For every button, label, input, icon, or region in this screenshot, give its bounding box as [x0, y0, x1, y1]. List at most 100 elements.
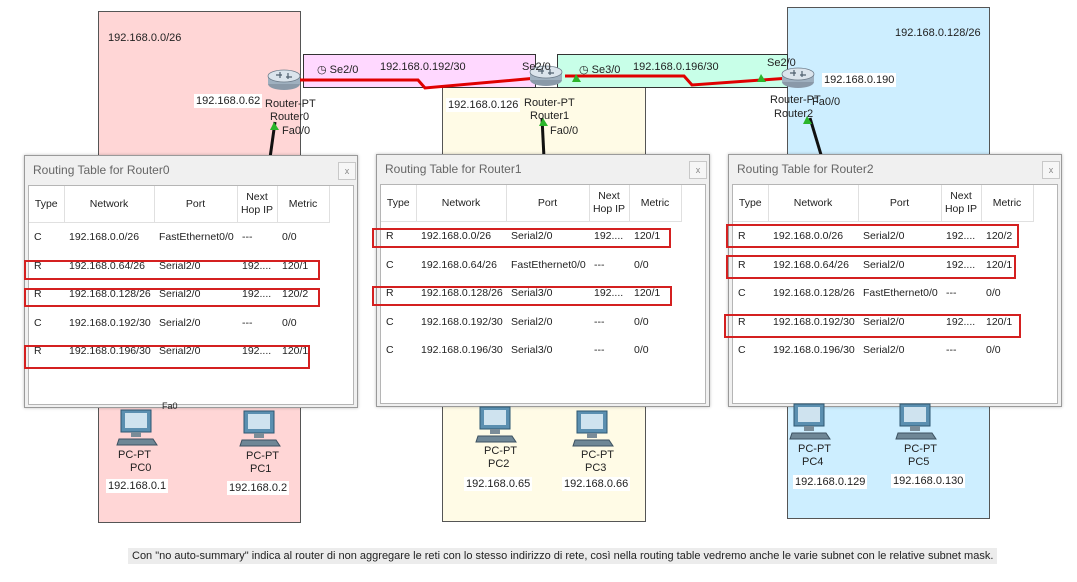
col-port[interactable]: Port	[858, 185, 942, 222]
port-marker	[572, 74, 581, 82]
router2-ip-label: 192.168.0.190	[822, 73, 897, 87]
highlight-box	[724, 314, 1021, 338]
close-icon[interactable]: x	[338, 162, 356, 180]
router2-type-label: Router-PT	[770, 94, 821, 106]
routing-table-window-router0[interactable]: Routing Table for Router0 x Type Network…	[24, 155, 358, 408]
router1-ip-label: 192.168.0.126	[446, 98, 521, 112]
pc-icon[interactable]	[572, 410, 614, 448]
col-type[interactable]: Type	[29, 186, 65, 223]
pc5-name-label: PC5	[908, 456, 930, 468]
router2-lan-port-label: Fa0/0	[812, 96, 841, 108]
port-marker	[270, 122, 279, 130]
router-icon[interactable]	[780, 66, 816, 90]
col-type[interactable]: Type	[381, 185, 417, 222]
pc1-type-label: PC-PT	[246, 450, 279, 462]
col-metric[interactable]: Metric	[981, 185, 1034, 222]
router-icon[interactable]	[266, 68, 302, 92]
serial-right-network-label: 192.168.0.196/30	[633, 61, 719, 73]
window-title: Routing Table for Router0	[33, 163, 170, 177]
col-network[interactable]: Network	[416, 185, 507, 222]
window-title: Routing Table for Router2	[737, 162, 874, 176]
pc-icon[interactable]	[116, 409, 158, 447]
router1-name-label: Router1	[530, 110, 570, 122]
router0-lan-port-label: Fa0/0	[282, 125, 311, 137]
pc0-ip-label: 192.168.0.1	[106, 479, 169, 493]
col-network[interactable]: Network	[64, 186, 155, 223]
highlight-box	[726, 224, 1019, 248]
lan2-cable	[808, 117, 824, 159]
pc-icon[interactable]	[895, 403, 937, 441]
pc-icon[interactable]	[475, 406, 517, 444]
pc2-ip-label: 192.168.0.65	[464, 477, 533, 491]
highlight-box	[24, 345, 310, 369]
pc1-ip-label: 192.168.0.2	[227, 481, 290, 495]
router-icon[interactable]	[528, 64, 564, 88]
lan0-network-label: 192.168.0.0/26	[108, 32, 182, 44]
router0-ip-label: 192.168.0.62	[194, 94, 263, 108]
col-metric[interactable]: Metric	[629, 185, 682, 222]
router0-name-label: Router0	[270, 111, 310, 123]
lan2-network-label: 192.168.0.128/26	[895, 27, 981, 39]
pc0-type-label: PC-PT	[118, 449, 151, 461]
pc5-ip-label: 192.168.0.130	[891, 474, 966, 488]
router1-serial-right-tag: ◷ Se3/0	[579, 64, 621, 76]
col-port[interactable]: Port	[506, 185, 590, 222]
router0-type-label: Router-PT	[265, 98, 316, 110]
serial-link-right	[565, 74, 791, 87]
pc3-name-label: PC3	[585, 462, 607, 474]
pc4-name-label: PC4	[802, 456, 824, 468]
router2-name-label: Router2	[774, 108, 814, 120]
pc-icon[interactable]	[239, 410, 281, 448]
pc1-name-label: PC1	[250, 463, 272, 475]
highlight-box	[372, 228, 671, 248]
port-marker	[539, 118, 548, 126]
pc3-ip-label: 192.168.0.66	[562, 477, 631, 491]
pc2-name-label: PC2	[488, 458, 510, 470]
router0-serial-port-tag: ◷ Se2/0	[317, 64, 359, 76]
window-title: Routing Table for Router1	[385, 162, 522, 176]
pc4-ip-label: 192.168.0.129	[793, 475, 868, 489]
highlight-box	[372, 286, 672, 306]
highlight-box	[24, 288, 320, 307]
pc-icon[interactable]	[789, 403, 831, 441]
close-icon[interactable]: x	[1042, 161, 1060, 179]
router1-lan-port-label: Fa0/0	[550, 125, 579, 137]
router1-serial-left-label: Se2/0	[522, 61, 551, 73]
col-port[interactable]: Port	[154, 186, 238, 223]
close-icon[interactable]: x	[689, 161, 707, 179]
serial-link-left	[290, 75, 549, 90]
router1-type-label: Router-PT	[524, 97, 575, 109]
col-metric[interactable]: Metric	[277, 186, 330, 223]
routing-table-window-router1[interactable]: Routing Table for Router1 x Type Network…	[376, 154, 710, 407]
col-type[interactable]: Type	[733, 185, 769, 222]
router2-serial-port-label: Se2/0	[767, 57, 796, 69]
routing-table-window-router2[interactable]: Routing Table for Router2 x Type Network…	[728, 154, 1062, 407]
serial-left-network-label: 192.168.0.192/30	[380, 61, 466, 73]
highlight-box	[726, 255, 1016, 279]
pc3-type-label: PC-PT	[581, 449, 614, 461]
col-network[interactable]: Network	[768, 185, 859, 222]
